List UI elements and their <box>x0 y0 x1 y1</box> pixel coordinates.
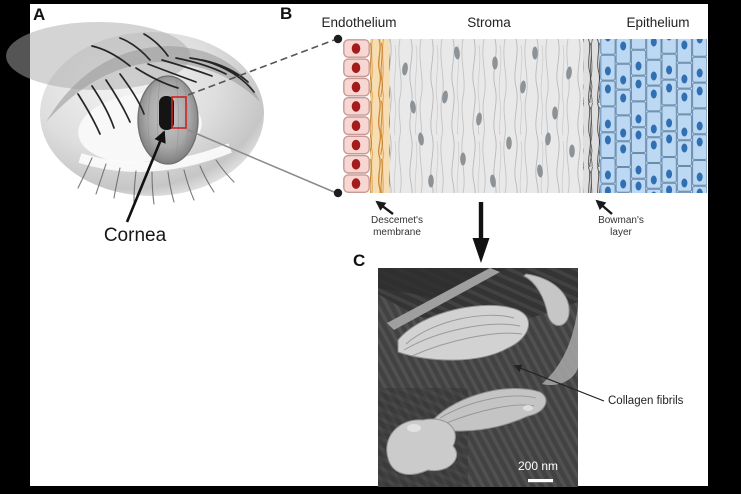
sem-blob <box>386 418 458 475</box>
eye-image <box>6 22 264 205</box>
epithelium-cells <box>600 39 707 193</box>
layer-label-stroma: Stroma <box>467 15 511 30</box>
panel-a-label: A <box>33 5 46 24</box>
connector-dot-bottom <box>333 188 343 198</box>
bowmans-layer-band <box>583 39 600 193</box>
bowmans-arrow <box>595 199 613 215</box>
descemets-arrow <box>375 200 394 215</box>
scale-bar <box>528 479 553 483</box>
connector-solid-line <box>187 129 335 193</box>
sem-image <box>378 268 578 487</box>
cornea-arrow <box>125 130 166 223</box>
layer-label-endothelium: Endothelium <box>321 15 397 30</box>
cornea-highlight-box <box>171 96 187 129</box>
pupil <box>159 96 174 130</box>
scale-bar-label: 200 nm <box>518 459 559 473</box>
descemets-line1: Descemet's <box>371 215 423 226</box>
layer-label-epithelium: Epithelium <box>626 15 690 30</box>
upper-eyelashes <box>77 33 255 135</box>
descemets-membrane-band <box>370 39 390 193</box>
panel-b-label: B <box>280 4 293 23</box>
sem-fiber <box>387 268 500 330</box>
magnify-down-arrow <box>472 202 490 263</box>
collagen-fibrils-arrow <box>513 364 605 402</box>
connector-dashed-line <box>187 39 335 96</box>
stroma-band <box>390 39 583 193</box>
descemets-line2: membrane <box>373 227 421 238</box>
upper-eyelid <box>46 46 260 122</box>
sem-main-bundle <box>397 304 529 361</box>
cornea-layer-diagram <box>343 39 707 194</box>
cornea-label: Cornea <box>103 225 167 246</box>
bowmans-line1: Bowman's <box>598 215 644 226</box>
endothelium-cells <box>343 39 370 194</box>
bowmans-line2: layer <box>610 227 632 238</box>
collagen-fibrils-label: Collagen fibrils <box>608 395 684 407</box>
keratocytes <box>402 46 575 188</box>
connector-dot-top <box>333 34 343 44</box>
lower-eyelashes <box>77 157 235 205</box>
panel-c-label: C <box>353 251 366 270</box>
lower-eyelid-highlight <box>78 143 232 172</box>
